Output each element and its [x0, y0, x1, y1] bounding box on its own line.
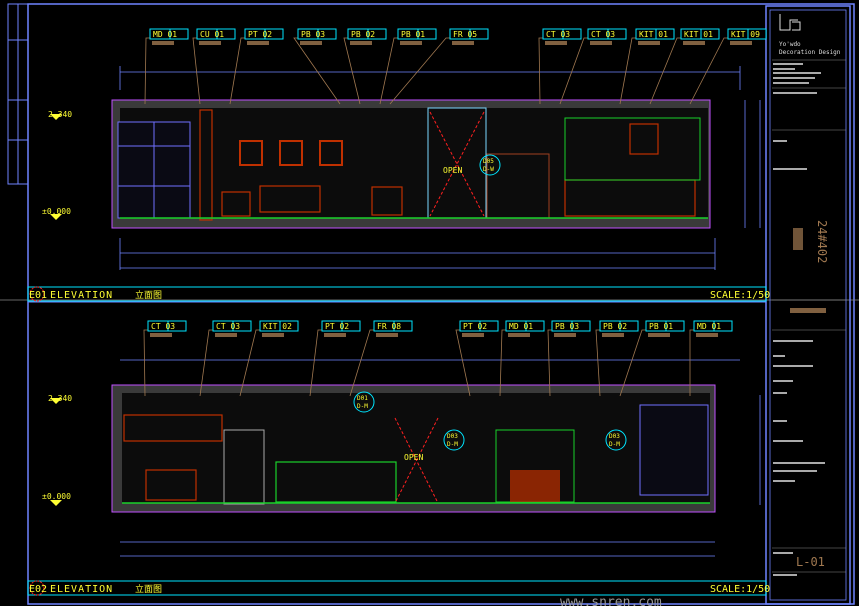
material-tag-code: KIT 02	[263, 322, 292, 331]
level-markers: 2.340 ±0.000	[42, 110, 72, 220]
refrigerator	[223, 429, 265, 505]
material-tag: PT 02	[229, 28, 284, 105]
open-label: OPEN	[404, 453, 423, 462]
material-tag-code: PT 02	[248, 30, 272, 39]
material-tag-code: PT 02	[463, 322, 487, 331]
material-tag: CT 03	[559, 28, 627, 105]
watermark: www.snren.com	[560, 595, 662, 606]
door-tag-d03: D03 D-M	[443, 429, 465, 451]
material-tag-code: KIT 09	[731, 30, 760, 39]
material-tag: CT 03	[143, 320, 187, 397]
svg-text:D05: D05	[483, 158, 494, 165]
level-markers: 2.340 ±0.000	[42, 394, 72, 506]
material-tag: PT 02	[455, 320, 499, 397]
sideboard	[275, 461, 397, 503]
level-floor: ±0.000	[42, 207, 71, 216]
open-label: OPEN	[443, 166, 462, 175]
material-tag: MD 01	[144, 28, 189, 105]
material-tag: PB 02	[595, 320, 639, 397]
material-tag-code: PB 03	[301, 30, 325, 39]
material-tag-code: MD 01	[509, 322, 533, 331]
material-tags-lower: CT 03 CT 03 KIT 02 PT 02 FR 08 PT 02 M	[143, 320, 733, 397]
material-tag-code: PB 03	[555, 322, 579, 331]
caption-cn: 立面图	[135, 583, 162, 595]
material-tag-code: PB 02	[351, 30, 375, 39]
dimension-lines-top	[119, 66, 741, 90]
door-tag-d03-b: D03 D-M	[605, 429, 627, 451]
material-tag: PB 01	[619, 320, 685, 397]
material-tag-code: KIT 01	[684, 30, 713, 39]
title-block-fine-print	[773, 63, 825, 576]
company-subtitle: Decoration Design	[779, 49, 841, 56]
level-floor: ±0.000	[42, 492, 71, 501]
kitchen-cabinets	[123, 414, 223, 501]
material-tag: PB 01	[379, 28, 437, 105]
material-tag: PB 02	[343, 28, 387, 105]
sheet-frame	[0, 3, 859, 605]
material-tag-code: CT 03	[546, 30, 570, 39]
material-tag-code: CT 03	[216, 322, 240, 331]
door-tag-d01: D01 D-M	[353, 391, 375, 413]
material-tag: MD 01	[499, 320, 545, 397]
material-tag-code: CU 01	[200, 30, 224, 39]
svg-text:D-M: D-M	[357, 403, 368, 410]
svg-text:D-W: D-W	[483, 166, 494, 173]
material-tag-code: MD 01	[153, 30, 177, 39]
svg-text:D03: D03	[447, 433, 458, 440]
material-tag: KIT 02	[239, 320, 299, 397]
caption-title: ELEVATION	[50, 290, 113, 301]
elevation-e01: OPEN D05 D-W 2.340 ±0.000 MD 01 CU 01 PT…	[27, 28, 770, 302]
picture-frames	[239, 140, 343, 166]
caption-code: E02	[29, 584, 47, 595]
material-tag-code: CT 03	[591, 30, 615, 39]
door-tag-d05: D05 D-W	[479, 154, 501, 176]
wall-surface	[122, 393, 710, 503]
scale-label: SCALE:1/50	[710, 584, 770, 595]
caption-code: E01	[29, 290, 47, 301]
material-tag: PT 02	[309, 320, 361, 397]
sofa	[199, 109, 403, 221]
material-tag: MD 01	[689, 320, 733, 396]
material-tags-upper: MD 01 CU 01 PT 02 PB 03 PB 02 PB 01 FR	[144, 28, 767, 105]
material-tag: KIT 01	[619, 28, 675, 105]
dimension-lines-lower	[120, 359, 761, 557]
material-tag: FR 08	[349, 320, 413, 397]
material-tag-code: PT 02	[325, 322, 349, 331]
svg-text:D-M: D-M	[447, 441, 458, 448]
level-top: 2.340	[48, 394, 72, 403]
material-tag: FR 05	[389, 28, 489, 105]
level-top: 2.340	[48, 110, 72, 119]
company-logo	[779, 14, 801, 31]
sheet-number: L-01	[796, 555, 825, 569]
material-tag: KIT 09	[689, 28, 767, 105]
material-tag-code: PB 01	[649, 322, 673, 331]
dimension-lines-bottom	[119, 100, 761, 270]
material-tag: PB 03	[547, 320, 591, 397]
project-number: 24#402	[815, 220, 829, 263]
title-block: Yo'wdo Decoration Design 24#402 L-01	[765, 5, 851, 605]
material-tag: PB 03	[293, 28, 341, 105]
svg-text:D-M: D-M	[609, 441, 620, 448]
material-tag: CT 03	[199, 320, 252, 397]
window	[639, 404, 709, 496]
material-tag-code: PB 02	[603, 322, 627, 331]
material-tag: KIT 01	[649, 28, 720, 105]
material-tag: CT 03	[538, 28, 582, 105]
caption-title: ELEVATION	[50, 584, 113, 595]
material-tag-code: FR 05	[453, 30, 477, 39]
scale-label: SCALE:1/50	[710, 290, 770, 301]
company-name: Yo'wdo	[779, 41, 801, 48]
caption-cn: 立面图	[135, 289, 162, 301]
wall-surface	[120, 108, 708, 218]
material-tag-code: MD 01	[697, 322, 721, 331]
svg-text:D01: D01	[357, 395, 368, 402]
material-tag-code: CT 03	[151, 322, 175, 331]
elevation-e02: OPEN D01 D-M D03 D-M D03 D-M 2.340 ±0.00…	[27, 320, 770, 596]
material-tag-code: FR 08	[377, 322, 401, 331]
material-tag-code: KIT 01	[639, 30, 668, 39]
material-tag-code: PB 01	[401, 30, 425, 39]
material-tag: CU 01	[192, 28, 236, 105]
svg-text:D03: D03	[609, 433, 620, 440]
